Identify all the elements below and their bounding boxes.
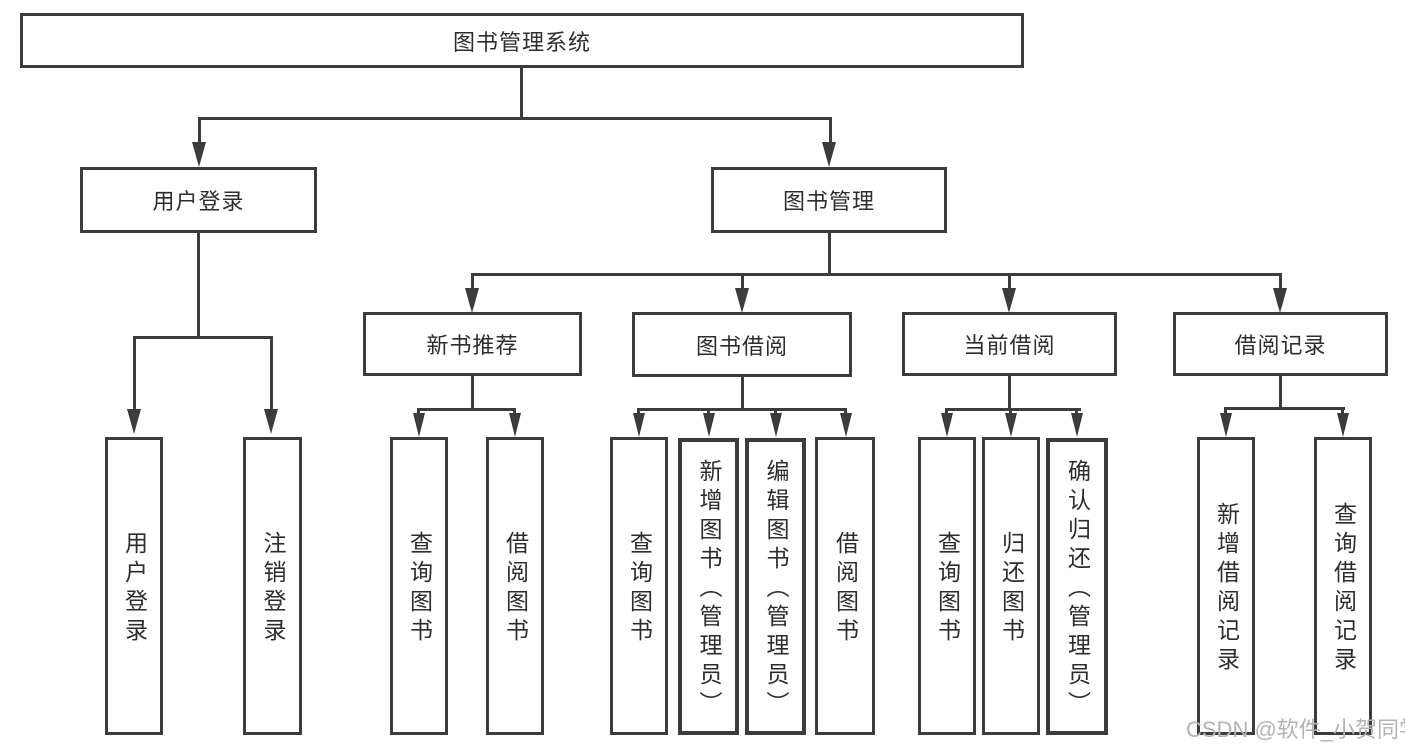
arrow-down-icon	[413, 413, 425, 437]
connector-line	[520, 67, 523, 118]
connector-line	[828, 233, 831, 275]
connector-line	[1224, 409, 1227, 415]
connector-line	[829, 119, 832, 144]
connector-line	[270, 338, 273, 410]
leaf-borrow-books: 借阅图书	[815, 437, 875, 735]
connector-line	[945, 410, 948, 415]
connector-line	[637, 410, 640, 415]
arrow-down-icon	[509, 413, 521, 437]
connector-line	[417, 410, 420, 415]
arrow-down-icon	[1273, 288, 1287, 313]
arrow-down-icon	[1337, 413, 1349, 437]
leaf-logout: 注销登录	[243, 437, 302, 735]
arrow-down-icon	[127, 409, 141, 434]
connector-line	[417, 408, 516, 411]
connector-line	[707, 410, 710, 415]
arrow-down-icon	[192, 142, 206, 167]
connector-line	[1279, 275, 1282, 289]
connector-line	[198, 119, 201, 144]
leaf-query-borrow-record: 查询借阅记录	[1314, 437, 1372, 735]
arrow-down-icon	[1071, 413, 1083, 437]
connector-line	[471, 376, 474, 410]
connector-line	[471, 275, 474, 289]
connector-line	[945, 408, 1081, 411]
connector-line	[471, 273, 1282, 276]
connector-line	[741, 275, 744, 289]
arrow-down-icon	[1220, 413, 1232, 437]
connector-line	[1279, 376, 1282, 408]
connector-line	[513, 410, 516, 415]
arrow-down-icon	[1002, 288, 1016, 313]
connector-line	[741, 377, 744, 410]
leaf-confirm-return-admin: 确认归还（管理员）	[1046, 438, 1108, 735]
arrow-down-icon	[264, 409, 278, 434]
connector-line	[774, 410, 777, 415]
leaf-recommend-query-books: 查询图书	[390, 437, 448, 735]
node-borrow-records: 借阅记录	[1173, 312, 1388, 376]
arrow-down-icon	[822, 142, 836, 167]
connector-line	[1008, 376, 1011, 410]
node-book-management: 图书管理	[711, 167, 947, 233]
connector-line	[198, 117, 832, 120]
arrow-down-icon	[465, 288, 479, 313]
node-current-borrow: 当前借阅	[902, 312, 1117, 376]
leaf-user-login: 用户登录	[105, 437, 163, 735]
node-user-login: 用户登录	[80, 167, 317, 233]
leaf-borrow-query-books: 查询图书	[610, 437, 668, 735]
arrow-down-icon	[735, 288, 749, 313]
arrow-down-icon	[840, 413, 852, 437]
node-book-borrow: 图书借阅	[632, 312, 852, 377]
leaf-add-borrow-record: 新增借阅记录	[1197, 437, 1255, 735]
connector-line	[1075, 410, 1078, 415]
connector-line	[1224, 407, 1345, 410]
connector-line	[197, 233, 200, 337]
leaf-current-query-books: 查询图书	[918, 437, 976, 735]
connector-line	[844, 410, 847, 415]
connector-line	[133, 338, 136, 410]
arrow-down-icon	[703, 413, 715, 437]
connector-line	[637, 408, 847, 411]
connector-line	[1009, 410, 1012, 415]
leaf-recommend-borrow-books: 借阅图书	[486, 437, 544, 735]
node-new-book-recommend: 新书推荐	[363, 312, 582, 376]
leaf-add-books-admin: 新增图书（管理员）	[678, 438, 739, 735]
connector-line	[1008, 275, 1011, 289]
connector-line	[1341, 409, 1344, 415]
arrow-down-icon	[770, 413, 782, 437]
node-library-system: 图书管理系统	[20, 13, 1024, 68]
arrow-down-icon	[633, 413, 645, 437]
leaf-edit-books-admin: 编辑图书（管理员）	[745, 438, 806, 735]
arrow-down-icon	[1005, 413, 1017, 437]
arrow-down-icon	[941, 413, 953, 437]
leaf-return-books: 归还图书	[982, 437, 1040, 735]
csdn-watermark: CSDN @软件_小贺同学	[1186, 717, 1405, 742]
connector-line	[133, 336, 273, 339]
